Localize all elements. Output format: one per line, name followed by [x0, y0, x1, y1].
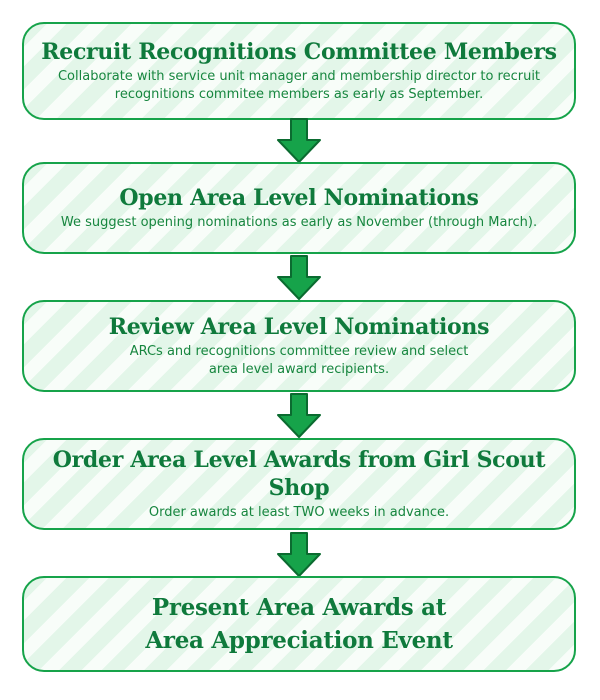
down-arrow-icon: [277, 255, 321, 300]
step-description-line: Order awards at least TWO weeks in advan…: [148, 505, 450, 520]
step-description: ARCs and recognitions committee review a…: [130, 343, 469, 379]
step-title-line: Present Area Awards at: [151, 594, 447, 621]
step-description: Order awards at least TWO weeks in advan…: [149, 504, 449, 522]
step-title: Present Area Awards at Area Appreciation…: [145, 591, 453, 657]
step-recruit-committee: Recruit Recognitions Committee Members C…: [22, 22, 576, 120]
step-review-nominations: Review Area Level Nominations ARCs and r…: [22, 300, 576, 392]
step-title: Review Area Level Nominations: [108, 314, 490, 340]
down-arrow-icon: [277, 532, 321, 577]
step-title: Order Area Level Awards from Girl Scout …: [52, 447, 546, 501]
down-arrow-icon: [277, 118, 321, 163]
step-present-awards: Present Area Awards at Area Appreciation…: [22, 576, 576, 672]
step-title: Open Area Level Nominations: [119, 185, 479, 211]
step-description-line: ARCs and recognitions committee review a…: [129, 344, 469, 359]
step-description-line: recognitions commitee members as early a…: [114, 87, 484, 102]
step-open-nominations: Open Area Level Nominations We suggest o…: [22, 162, 576, 254]
step-title: Recruit Recognitions Committee Members: [41, 39, 557, 65]
step-description-line: Collaborate with service unit manager an…: [57, 69, 541, 84]
step-description-line: area level award recipients.: [208, 362, 390, 377]
step-description: We suggest opening nominations as early …: [61, 214, 537, 232]
step-order-awards: Order Area Level Awards from Girl Scout …: [22, 438, 576, 530]
step-description-line: We suggest opening nominations as early …: [60, 215, 538, 230]
down-arrow-icon: [277, 393, 321, 438]
step-description: Collaborate with service unit manager an…: [58, 68, 540, 104]
step-title-line: Area Appreciation Event: [145, 627, 453, 654]
